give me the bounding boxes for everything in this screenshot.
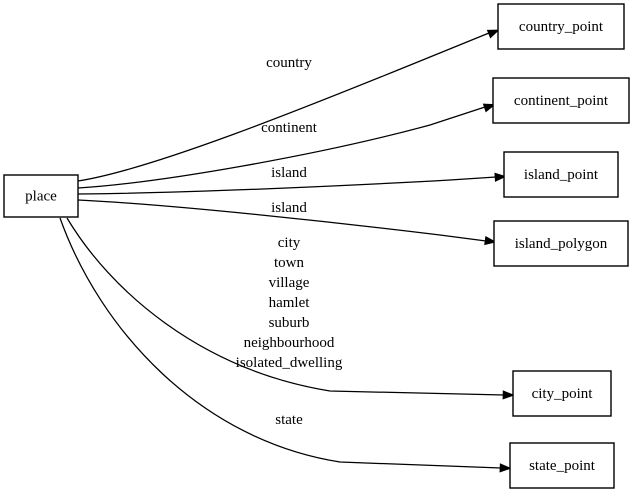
arrowhead-continent_point <box>482 103 496 113</box>
node-city_point[interactable]: city_point <box>512 370 612 417</box>
node-box-city_point[interactable] <box>512 370 612 417</box>
edge-place-to-state_point[interactable] <box>59 217 502 469</box>
edge-label-state_point: state <box>275 412 303 428</box>
edge-labels-layer: country continent island island city town vill… <box>236 55 343 428</box>
edge-label-line: village <box>269 275 310 291</box>
node-state_point[interactable]: state_point <box>509 442 615 489</box>
edges-layer <box>59 29 515 473</box>
edge-place-to-country_point[interactable] <box>77 32 490 182</box>
edge-line-island_point[interactable] <box>77 176 497 195</box>
arrowhead-country_point <box>486 29 500 39</box>
node-country_point[interactable]: country_point <box>497 3 625 50</box>
edge-label-line: island <box>271 200 307 216</box>
edge-label-line: continent <box>261 120 318 136</box>
edge-line-country_point[interactable] <box>77 32 490 182</box>
edge-line-island_polygon[interactable] <box>77 199 487 242</box>
edge-label-continent_point: continent <box>261 120 318 136</box>
edge-label-line: state <box>275 412 303 428</box>
arrowhead-shape <box>484 235 497 246</box>
node-box-island_polygon[interactable] <box>493 220 629 267</box>
node-label-city_point: city_point <box>532 386 594 402</box>
arrowhead-shape <box>486 29 500 39</box>
edge-label-line: city <box>278 235 301 251</box>
edge-label-city_point: city town village hamlet suburb neighbourhood… <box>236 235 343 371</box>
node-label-country_point: country_point <box>519 19 604 35</box>
node-box-country_point[interactable] <box>497 3 625 50</box>
node-place[interactable]: place <box>3 174 79 218</box>
node-box-state_point[interactable] <box>509 442 615 489</box>
edge-place-to-island_polygon[interactable] <box>77 199 487 242</box>
node-label-continent_point: continent_point <box>514 93 609 109</box>
node-island_polygon[interactable]: island_polygon <box>493 220 629 267</box>
edge-place-to-island_point[interactable] <box>77 176 497 195</box>
arrowhead-shape <box>482 103 496 113</box>
edge-label-line: suburb <box>269 315 310 331</box>
edge-place-to-continent_point[interactable] <box>77 106 486 189</box>
edge-label-island_polygon: island <box>271 200 307 216</box>
nodes-layer: place country_point continent_point island_… <box>3 3 630 489</box>
node-box-place[interactable] <box>3 174 79 218</box>
arrowhead-shape <box>499 463 512 473</box>
edge-label-line: neighbourhood <box>244 335 335 351</box>
node-box-island_point[interactable] <box>503 151 619 198</box>
arrowhead-island_point <box>494 172 507 182</box>
edge-label-line: hamlet <box>269 295 311 311</box>
edge-label-line: town <box>274 255 305 271</box>
edge-label-island_point: island <box>271 165 307 181</box>
arrowhead-island_polygon <box>484 235 497 246</box>
arrowhead-shape <box>494 172 507 182</box>
edge-line-city_point[interactable] <box>66 217 505 396</box>
edge-place-to-city_point[interactable] <box>66 217 505 396</box>
node-label-island_point: island_point <box>524 167 599 183</box>
node-label-state_point: state_point <box>529 458 596 474</box>
edge-label-line: isolated_dwelling <box>236 355 343 371</box>
edge-label-line: island <box>271 165 307 181</box>
node-island_point[interactable]: island_point <box>503 151 619 198</box>
edge-label-line: country <box>266 55 312 71</box>
arrowhead-shape <box>502 390 515 400</box>
edge-line-continent_point[interactable] <box>77 106 486 189</box>
node-label-island_polygon: island_polygon <box>515 236 608 252</box>
edge-line-state_point[interactable] <box>59 217 502 469</box>
node-label-place: place <box>25 188 57 204</box>
arrowhead-state_point <box>499 463 512 473</box>
node-continent_point[interactable]: continent_point <box>492 77 630 124</box>
arrowhead-city_point <box>502 390 515 400</box>
edge-label-country_point: country <box>266 55 312 71</box>
node-box-continent_point[interactable] <box>492 77 630 124</box>
